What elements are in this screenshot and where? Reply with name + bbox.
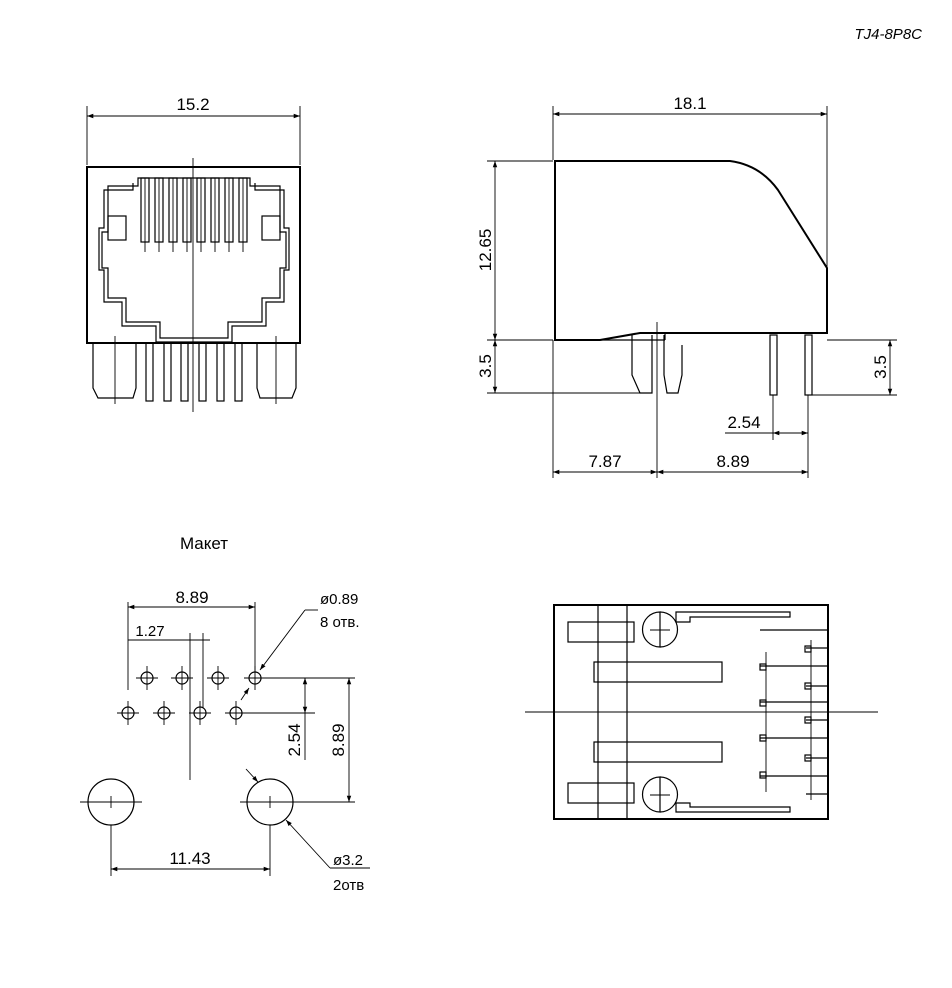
layout-mount-label: ø3.2 — [333, 852, 363, 869]
layout-depth-dim: 8.89 — [329, 723, 348, 756]
pcb-layout: Макет 8.89 1.27 ø0.89 8 отв. — [80, 534, 370, 894]
layout-row-dim: 2.54 — [285, 723, 304, 756]
front-width-dim: 15.2 — [176, 95, 209, 114]
front-view: 15.2 — [86, 95, 301, 412]
side-view: 18.1 12.65 3.5 3.5 2.54 — [476, 94, 897, 478]
layout-mount-span-dim: 11.43 — [169, 849, 210, 868]
layout-hole-count: 8 отв. — [320, 614, 360, 631]
side-pin-right-dim: 3.5 — [871, 355, 890, 379]
layout-mount-count: 2отв — [333, 877, 364, 894]
layout-span-dim: 8.89 — [175, 588, 208, 607]
side-length-dim: 18.1 — [673, 94, 706, 113]
side-offset-right-dim: 8.89 — [716, 452, 749, 471]
bottom-view — [525, 604, 878, 820]
layout-hole-label: ø0.89 — [320, 591, 358, 608]
side-pin-left-dim: 3.5 — [476, 354, 495, 378]
layout-title: Макет — [180, 534, 228, 553]
side-height-dim: 12.65 — [476, 229, 495, 272]
part-number: TJ4-8P8C — [854, 26, 922, 43]
side-pitch-dim: 2.54 — [727, 413, 760, 432]
side-offset-left-dim: 7.87 — [588, 452, 621, 471]
layout-pitch-dim: 1.27 — [135, 623, 164, 640]
